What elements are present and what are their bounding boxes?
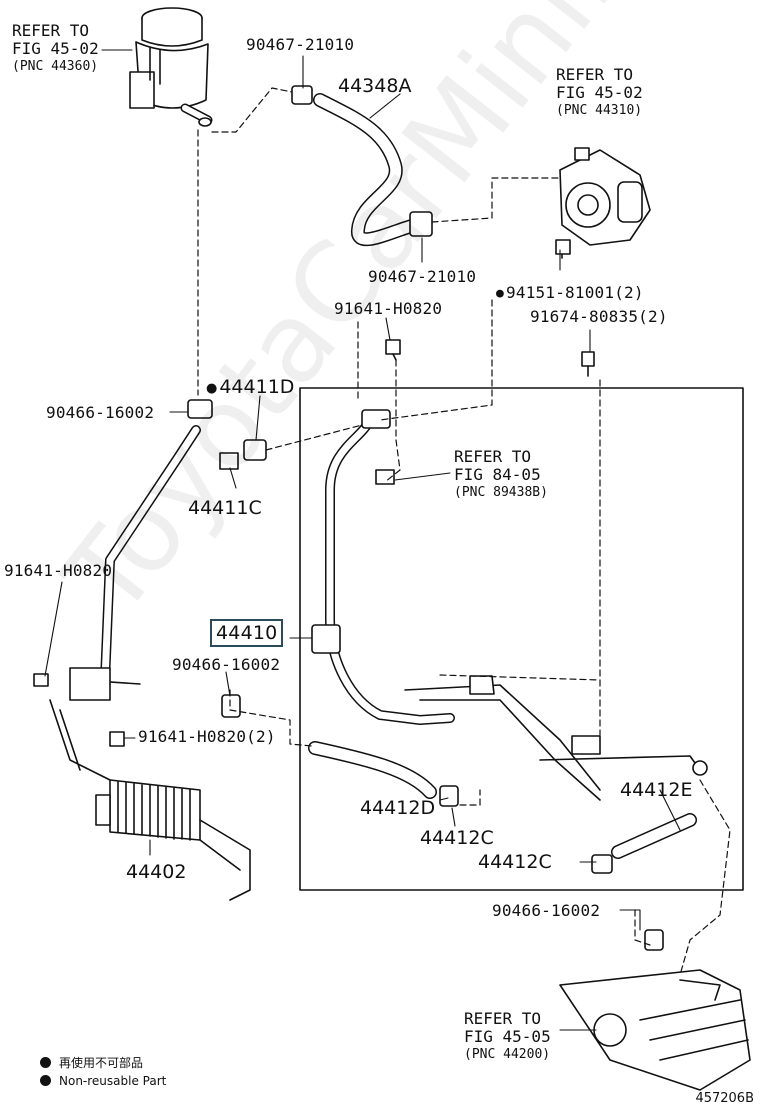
label-94151[interactable]: 94151-81001(2) [496,284,644,304]
label-90466-mid[interactable]: 90466-16002 [172,655,281,674]
legend-en-text: Non-reusable Part [59,1074,167,1088]
cooler-line-left [49,425,201,781]
legend-dot-icon [40,1075,51,1086]
hose-44412d [308,741,437,799]
ref-sensor[interactable]: REFER TO FIG 84-05 (PNC 89438B) [454,448,548,502]
label-44411d[interactable]: 44411D [206,377,294,400]
label-44411c[interactable]: 44411C [188,497,262,519]
ref-reservoir[interactable]: REFER TO FIG 45-02 (PNC 44360) [12,22,99,76]
label-44410-text: 44410 [210,619,284,647]
cooler-44402 [95,779,251,901]
label-44348a[interactable]: 44348A [338,75,412,97]
ref-gear-line1: REFER TO [464,1009,542,1028]
label-91641-2[interactable]: 91641-H0820(2) [138,727,276,746]
label-44412e[interactable]: 44412E [620,779,693,801]
legend-cn: 再使用不可部品 [40,1054,143,1071]
ref-pump[interactable]: REFER TO FIG 45-02 (PNC 44310) [556,66,643,120]
assembly-box [299,387,744,891]
ref-sensor-line2: FIG 84-05 [454,465,541,484]
label-44412c-1[interactable]: 44412C [420,827,494,849]
ref-sensor-line1: REFER TO [454,447,532,466]
label-91674[interactable]: 91674-80835(2) [530,307,668,326]
hose-44412e [611,813,697,859]
ref-gear-line2: FIG 45-05 [464,1027,551,1046]
label-44402[interactable]: 44402 [126,861,187,883]
label-44412d[interactable]: 44412D [360,797,436,819]
pressure-hose-44410 [311,409,708,801]
small-fittings [33,339,664,951]
label-clamp-mid[interactable]: 90467-21010 [368,267,477,286]
label-clamp-top[interactable]: 90467-21010 [246,35,355,54]
legend-dot-icon [40,1057,51,1068]
reference-lines [197,87,731,976]
steering-gear-illustration [559,969,751,1091]
label-44410[interactable]: 44410 [210,619,284,647]
label-90466-bottom[interactable]: 90466-16002 [492,901,601,920]
label-44412c-2[interactable]: 44412C [478,851,552,873]
ref-sensor-pnc: (PNC 89438B) [454,485,548,500]
ref-gear-pnc: (PNC 44200) [464,1047,551,1062]
ref-pump-line2: FIG 45-02 [556,83,643,102]
legend-en: Non-reusable Part [40,1074,166,1088]
label-91641-top[interactable]: 91641-H0820 [334,299,443,318]
ref-reservoir-pnc: (PNC 44360) [12,59,99,74]
ref-gear[interactable]: REFER TO FIG 45-05 (PNC 44200) [464,1010,551,1064]
reservoir-illustration [129,7,213,127]
pump-illustration [555,147,651,259]
ref-reservoir-line2: FIG 45-02 [12,39,99,58]
leader-lines [44,49,681,1031]
ref-pump-line1: REFER TO [556,65,634,84]
return-hose-44348a [291,85,433,247]
label-90466-left[interactable]: 90466-16002 [46,403,155,422]
diagram-id: 457206B [695,1091,754,1106]
legend-cn-text: 再使用不可部品 [59,1056,144,1070]
label-91641-left[interactable]: 91641-H0820 [4,561,113,580]
ref-pump-pnc: (PNC 44310) [556,103,643,118]
ref-reservoir-line1: REFER TO [12,21,90,40]
